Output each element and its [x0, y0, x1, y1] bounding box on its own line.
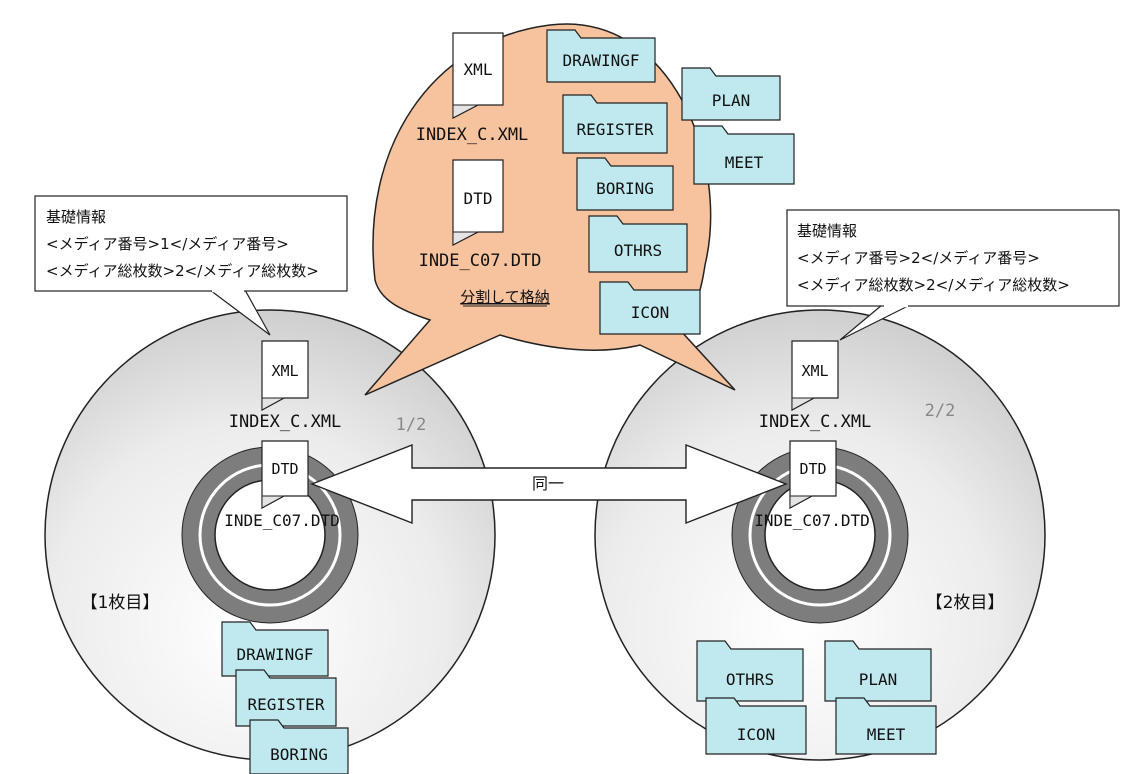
folder-icon: DRAWINGF	[221, 621, 329, 677]
disc1-label: 【1枚目】	[81, 593, 160, 613]
disc2-xml-icon-label: XML	[801, 362, 828, 380]
folder-label: DRAWINGF	[236, 645, 313, 664]
folder-label: REGISTER	[576, 120, 653, 139]
folder-label: ICON	[631, 303, 670, 322]
disc2-info-heading: 基礎情報	[797, 222, 857, 240]
folder-label: DRAWINGF	[562, 51, 639, 70]
disc1-fraction: 1/2	[396, 415, 427, 435]
identical-label: 同一	[532, 474, 564, 493]
bubble-xml-icon-label: XML	[464, 60, 493, 79]
folder-label: ICON	[737, 725, 776, 744]
disc2-fraction: 2/2	[925, 401, 956, 421]
folder-icon: REGISTER	[562, 94, 668, 154]
disc2-xml-file-icon: XML	[791, 340, 839, 412]
folder-label: OTHRS	[726, 670, 774, 689]
disc1-dtd-filename: INDE_C07.DTD	[224, 511, 340, 530]
bubble-dtd-filename: INDE_C07.DTD	[419, 251, 542, 271]
disc2-info-callout: 基礎情報 <メディア番号>2</メディア番号> <メディア総枚数>2</メディア…	[786, 209, 1120, 341]
disc1-dtd-file-icon: DTD	[261, 440, 309, 510]
disc1-dtd-icon-label: DTD	[271, 460, 298, 478]
folder-icon: MEET	[693, 125, 795, 185]
folder-label: PLAN	[712, 91, 751, 110]
disc2-info-line1: <メディア番号>2</メディア番号>	[797, 249, 1040, 267]
folder-icon: OTHRS	[588, 215, 688, 273]
folder-label: MEET	[725, 153, 764, 172]
disc1-info-callout: 基礎情報 <メディア番号>1</メディア番号> <メディア総枚数>2</メディア…	[34, 195, 348, 336]
folder-icon: PLAN	[681, 67, 781, 121]
disc2-label: 【2枚目】	[926, 593, 1005, 613]
folder-icon: DRAWINGF	[546, 29, 656, 83]
disc1-info-line1: <メディア番号>1</メディア番号>	[46, 235, 289, 253]
folder-label: MEET	[867, 725, 906, 744]
disc2-info-line2: <メディア総枚数>2</メディア総枚数>	[797, 276, 1070, 294]
disc1-xml-filename: INDEX_C.XML	[229, 412, 342, 432]
bubble-xml-file-icon: XML	[452, 32, 504, 119]
folder-label: REGISTER	[247, 695, 324, 714]
folder-icon: MEET	[835, 697, 937, 755]
identical-double-arrow: 同一	[310, 443, 788, 525]
folder-icon: ICON	[705, 697, 807, 755]
folder-label: BORING	[596, 179, 654, 198]
bubble-dtd-file-icon: DTD	[452, 159, 504, 246]
folder-icon: BORING	[249, 719, 349, 774]
folder-icon: ICON	[599, 281, 701, 335]
folder-icon: OTHRS	[696, 640, 804, 702]
disc1-info-line2: <メディア総枚数>2</メディア総枚数>	[46, 262, 319, 280]
disc2-dtd-file-icon: DTD	[789, 440, 837, 510]
folder-label: OTHRS	[614, 241, 662, 260]
folder-label: PLAN	[859, 670, 898, 689]
disc1-info-heading: 基礎情報	[46, 208, 106, 226]
bubble-dtd-icon-label: DTD	[464, 189, 493, 208]
folder-label: BORING	[270, 745, 328, 764]
disc2-dtd-icon-label: DTD	[799, 460, 826, 478]
disc1-xml-icon-label: XML	[271, 362, 298, 380]
disc1-xml-file-icon: XML	[261, 340, 309, 412]
disc-1	[44, 309, 496, 761]
disc2-dtd-filename: INDE_C07.DTD	[754, 511, 870, 530]
bubble-xml-filename: INDEX_C.XML	[416, 125, 529, 145]
disc2-xml-filename: INDEX_C.XML	[759, 412, 872, 432]
folder-icon: REGISTER	[235, 669, 337, 727]
folder-icon: PLAN	[824, 640, 932, 702]
bubble-caption: 分割して格納	[460, 288, 550, 306]
folder-icon: BORING	[576, 157, 674, 211]
